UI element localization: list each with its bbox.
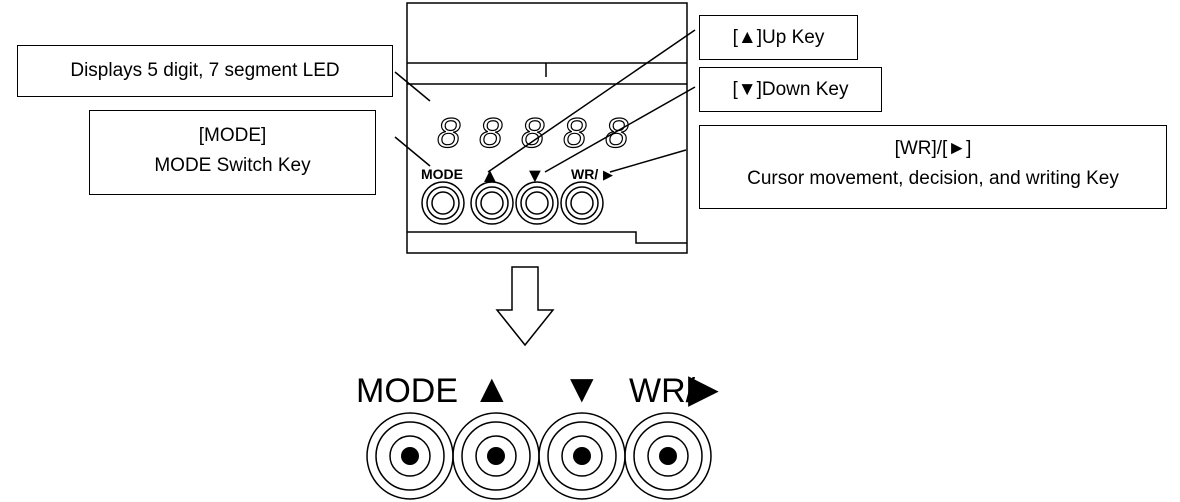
- device-up-key[interactable]: [470, 181, 514, 225]
- down-callout: [▼]Down Key: [699, 67, 882, 112]
- enlarged-mode-label: MODE: [356, 372, 458, 410]
- mode-callout-line2: MODE Switch Key: [154, 155, 311, 177]
- mode-callout: [MODE] MODE Switch Key: [89, 110, 376, 195]
- display-leader-line: [394, 71, 431, 102]
- wr-callout-line2: Cursor movement, decision, and writing K…: [747, 168, 1119, 190]
- enlarged-wr-label: WR/: [629, 372, 696, 410]
- led-digit: 8: [563, 109, 587, 156]
- device-mode-key[interactable]: [421, 181, 465, 225]
- mode-leader-line: [394, 136, 431, 167]
- device-bottom-step: [407, 231, 687, 244]
- led-display: 8 8 8 8 8: [436, 108, 629, 156]
- wr-leader-line: [609, 149, 687, 173]
- enlarged-mode-key[interactable]: [366, 412, 454, 500]
- enlarged-down-symbol: ▼: [562, 367, 602, 411]
- device-outline: [406, 2, 688, 254]
- led-digit: 8: [605, 109, 629, 156]
- wr-callout: [WR]/[►] Cursor movement, decision, and …: [699, 125, 1167, 209]
- device-wr-key[interactable]: [560, 181, 604, 225]
- up-leader-line: [487, 29, 696, 173]
- enlarged-up-key[interactable]: [452, 412, 540, 500]
- led-digit: 8: [521, 109, 545, 156]
- led-digit: 8: [437, 109, 461, 156]
- up-callout: [▲]Up Key: [699, 15, 858, 60]
- up-callout-text: [▲]Up Key: [732, 27, 825, 48]
- down-leader-line: [544, 86, 696, 173]
- enlarged-wr-key[interactable]: [624, 412, 712, 500]
- display-callout: Displays 5 digit, 7 segment LED: [17, 45, 393, 97]
- device-panel: [406, 2, 688, 254]
- device-down-key[interactable]: [515, 181, 559, 225]
- device-wr-symbol: ▶: [603, 167, 613, 182]
- down-callout-text: [▼]Down Key: [732, 79, 849, 100]
- wr-callout-line1: [WR]/[►]: [894, 138, 972, 159]
- mode-callout-line1: [MODE]: [198, 125, 267, 146]
- display-callout-text: Displays 5 digit, 7 segment LED: [70, 60, 340, 81]
- enlarged-wr-symbol: ▶: [688, 367, 719, 411]
- down-arrow-icon: [495, 266, 555, 347]
- device-wr-label: WR/: [571, 166, 598, 182]
- enlarged-up-symbol: ▲: [472, 367, 512, 411]
- enlarged-down-key[interactable]: [538, 412, 626, 500]
- device-mode-label: MODE: [421, 166, 463, 182]
- led-digit: 8: [479, 109, 503, 156]
